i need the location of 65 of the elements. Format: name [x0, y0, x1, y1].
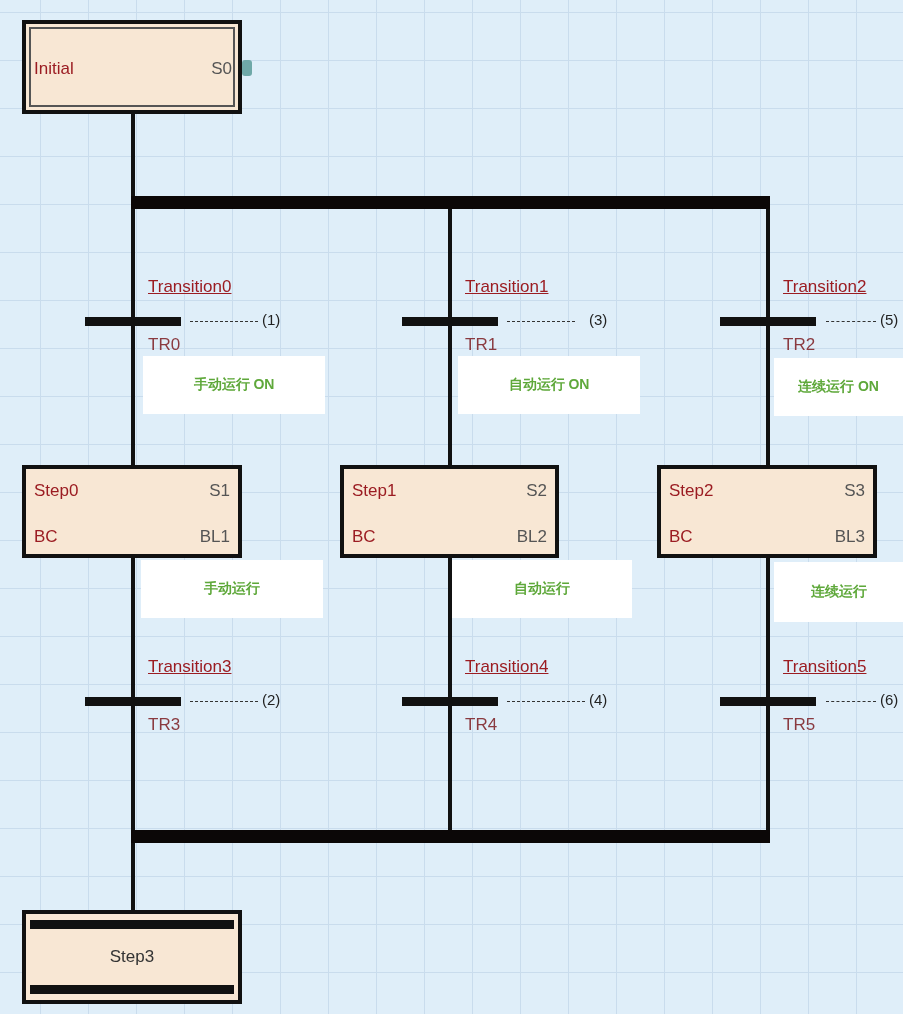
annotation-number: (3): [589, 310, 608, 330]
step-name: Step3: [108, 947, 156, 967]
action-label: BL1: [199, 527, 230, 547]
annotation-number: (1): [262, 310, 281, 330]
connector-line: [131, 558, 135, 657]
step-number: S2: [526, 481, 547, 501]
step-number: S0: [211, 59, 232, 79]
comment-text: 自动运行 ON: [508, 376, 590, 394]
action-label: BL2: [516, 527, 547, 547]
annotation-number: (5): [880, 310, 899, 330]
transition-number: TR1: [465, 335, 498, 355]
comment-text: 自动运行: [514, 580, 570, 598]
connector-line: [448, 558, 452, 657]
transition-name: Transition3: [148, 657, 232, 677]
transition-name: Transition0: [148, 277, 232, 297]
connector-line: [448, 736, 452, 830]
comment-text: 手动运行 ON: [193, 376, 275, 394]
comment-text: 连续运行: [810, 583, 867, 601]
connector-line: [131, 356, 135, 465]
transition-number: TR0: [148, 335, 181, 355]
comment-box: [774, 562, 903, 622]
annotation-number: (2): [262, 690, 281, 710]
transition-number: TR3: [148, 715, 181, 735]
step-name: Step0: [34, 481, 79, 501]
step-number: S3: [844, 481, 865, 501]
parallel-branch-bar: [131, 196, 770, 209]
step-name: Step1: [352, 481, 397, 501]
end-step-box: [22, 910, 242, 1004]
transition-name: Transition5: [783, 657, 867, 677]
connector-line: [131, 114, 135, 196]
comment-box: [774, 358, 903, 416]
comment-text: 连续运行 ON: [798, 378, 879, 396]
connector-line: [131, 736, 135, 830]
annotation-number: (6): [880, 690, 899, 710]
transition-number: TR5: [783, 715, 816, 735]
transition-name: Transition4: [465, 657, 549, 677]
connector-line: [448, 209, 452, 277]
comment-box: [143, 356, 325, 414]
comment-box: [141, 560, 323, 618]
action-label: BC: [34, 527, 58, 547]
action-label: BC: [352, 527, 376, 547]
step-name: Step2: [669, 481, 714, 501]
connector-line: [448, 356, 452, 465]
comment-box: [458, 356, 640, 414]
connector-line: [766, 736, 770, 830]
transition-number: TR2: [783, 335, 816, 355]
connector-line: [131, 209, 135, 277]
transition-name: Transition2: [783, 277, 867, 297]
comment-text: 手动运行: [204, 580, 260, 598]
action-label: BC: [669, 527, 693, 547]
connector-line: [766, 356, 770, 465]
annotation-number: (4): [589, 690, 608, 710]
step-number: S1: [209, 481, 230, 501]
connector-line: [766, 209, 770, 277]
connector-line: [766, 558, 770, 657]
parallel-branch-bar: [131, 830, 770, 843]
step-box: [22, 465, 242, 558]
connector-line: [131, 843, 135, 910]
transition-number: TR4: [465, 715, 498, 735]
step-box: [340, 465, 559, 558]
transition-name: Transition1: [465, 277, 549, 297]
action-label: BL3: [834, 527, 865, 547]
comment-box: [452, 560, 632, 618]
step-name: Initial: [34, 59, 74, 79]
step-box: [657, 465, 877, 558]
